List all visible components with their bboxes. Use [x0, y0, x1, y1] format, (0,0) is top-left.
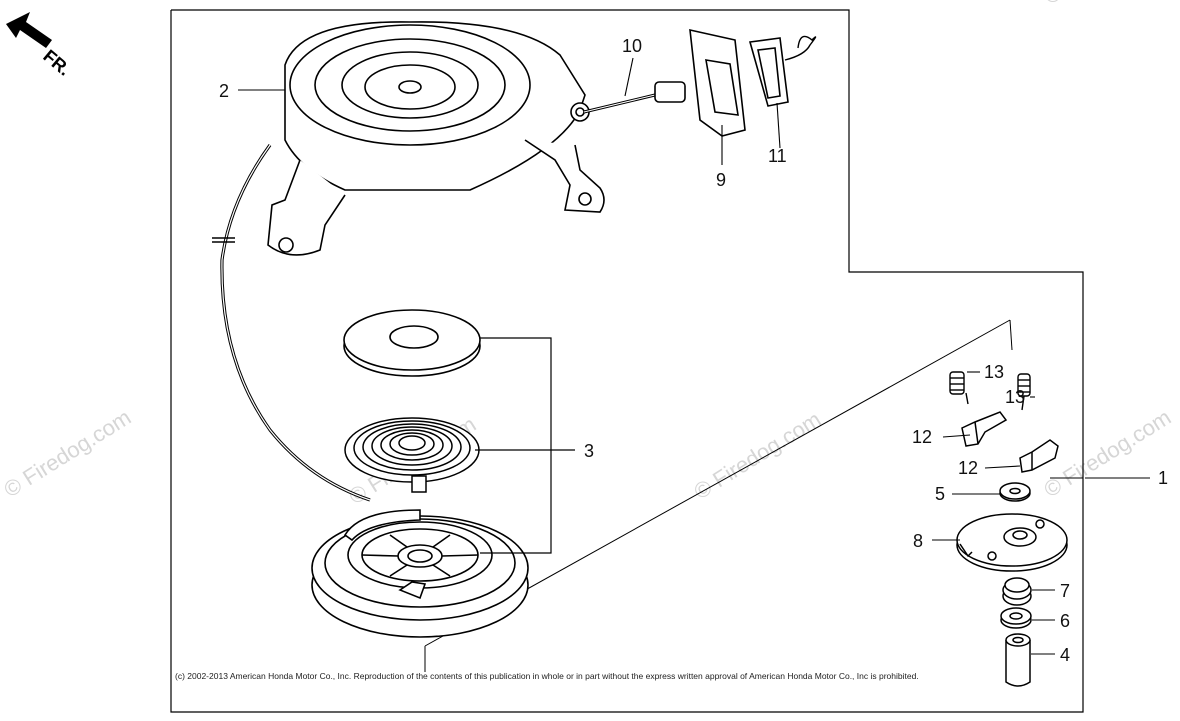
setting-collar	[1005, 633, 1031, 687]
watermark: © Firedog.com	[689, 406, 825, 504]
ratchet-spring	[1017, 373, 1031, 411]
spring-washer-plate	[343, 309, 481, 377]
front-arrow-icon	[6, 12, 52, 48]
callout-8: 8	[913, 531, 923, 551]
callout-1: 1	[1158, 468, 1168, 488]
starter-grip	[654, 28, 746, 137]
set-washer	[1000, 607, 1032, 629]
callout-6: 6	[1060, 611, 1070, 631]
ratchet	[1019, 439, 1059, 473]
front-label: FR.	[39, 46, 74, 80]
callout-12b: 12	[958, 458, 978, 478]
callout-11: 11	[768, 146, 787, 166]
assembly-frame	[170, 9, 1084, 713]
callout-10: 10	[622, 36, 642, 56]
watermark: © Firedog.com	[1039, 0, 1175, 9]
ratchet-guide	[956, 513, 1068, 572]
starter-case	[267, 21, 605, 256]
callout-9: 9	[716, 170, 726, 190]
recoil-pulley	[311, 509, 529, 638]
callout-13a: 13	[984, 362, 1004, 382]
callout-2: 2	[219, 81, 229, 101]
callout-12a: 12	[912, 427, 932, 447]
callout-7: 7	[1060, 581, 1070, 601]
watermark: © Firedog.com	[0, 404, 135, 502]
grip-insert	[748, 37, 789, 107]
watermark: © Firedog.com	[1039, 404, 1175, 502]
ratchet-spring	[949, 371, 969, 405]
recoil-spring	[344, 417, 480, 493]
callout-13b: 13	[1005, 387, 1025, 407]
friction-spring	[1002, 577, 1032, 606]
callout-3: 3	[584, 441, 594, 461]
friction-washer	[999, 482, 1031, 502]
callout-5: 5	[935, 484, 945, 504]
ratchet	[961, 411, 1008, 447]
copyright-notice: (c) 2002-2013 American Honda Motor Co., …	[175, 671, 919, 681]
callout-4: 4	[1060, 645, 1070, 665]
